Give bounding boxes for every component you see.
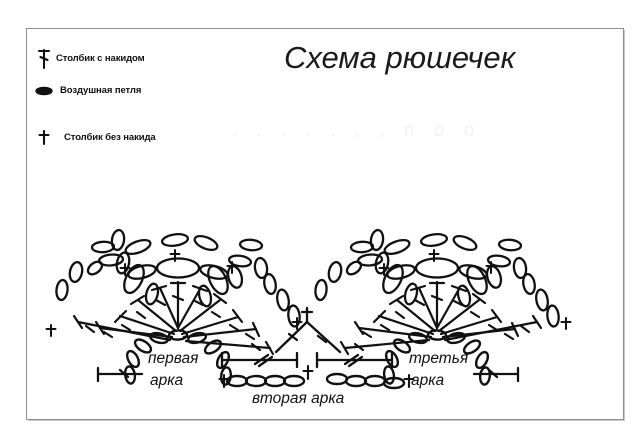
- arch-label-first-line1: первая: [148, 350, 199, 367]
- legend-symbol-double-crochet: [37, 48, 51, 70]
- fan-left-base-arch: [123, 329, 233, 386]
- fan-left-posts: [72, 280, 275, 356]
- legend-label-2: Столбик без накида: [64, 132, 156, 143]
- legend-symbol-single-crochet: [38, 129, 50, 146]
- image-frame: [26, 28, 625, 421]
- fan-right-base-arch: [382, 329, 492, 386]
- arch-label-third-line2: арка: [411, 372, 445, 389]
- arch-label-third-line1: третья: [409, 350, 469, 367]
- fan-right-chain-cloud: [314, 228, 560, 328]
- arch-second-end-crosses: [218, 364, 415, 389]
- page-title: Схема рюшечек: [284, 40, 516, 75]
- legend-symbol-chain-oval: [35, 86, 53, 96]
- center-join: [274, 306, 342, 354]
- fan-right: [314, 228, 572, 386]
- legend-label-1: Воздушная петля: [60, 85, 142, 96]
- fan-left-sc-crosses: [45, 249, 303, 337]
- arch-second: [220, 351, 394, 369]
- arch-label-second: вторая арка: [252, 390, 345, 407]
- watermark-text: . . . . . , , n o o: [232, 120, 482, 141]
- arch-second-chain-row: [225, 372, 406, 390]
- fan-right-posts: [339, 280, 543, 356]
- fan-left-chain-cloud: [55, 228, 301, 328]
- edge-markers: [96, 366, 520, 383]
- arch-label-first-line2: арка: [150, 372, 184, 389]
- legend-label-0: Столбик с накидом: [56, 53, 145, 64]
- fan-right-sc-crosses: [378, 249, 572, 330]
- fan-left: [45, 228, 303, 386]
